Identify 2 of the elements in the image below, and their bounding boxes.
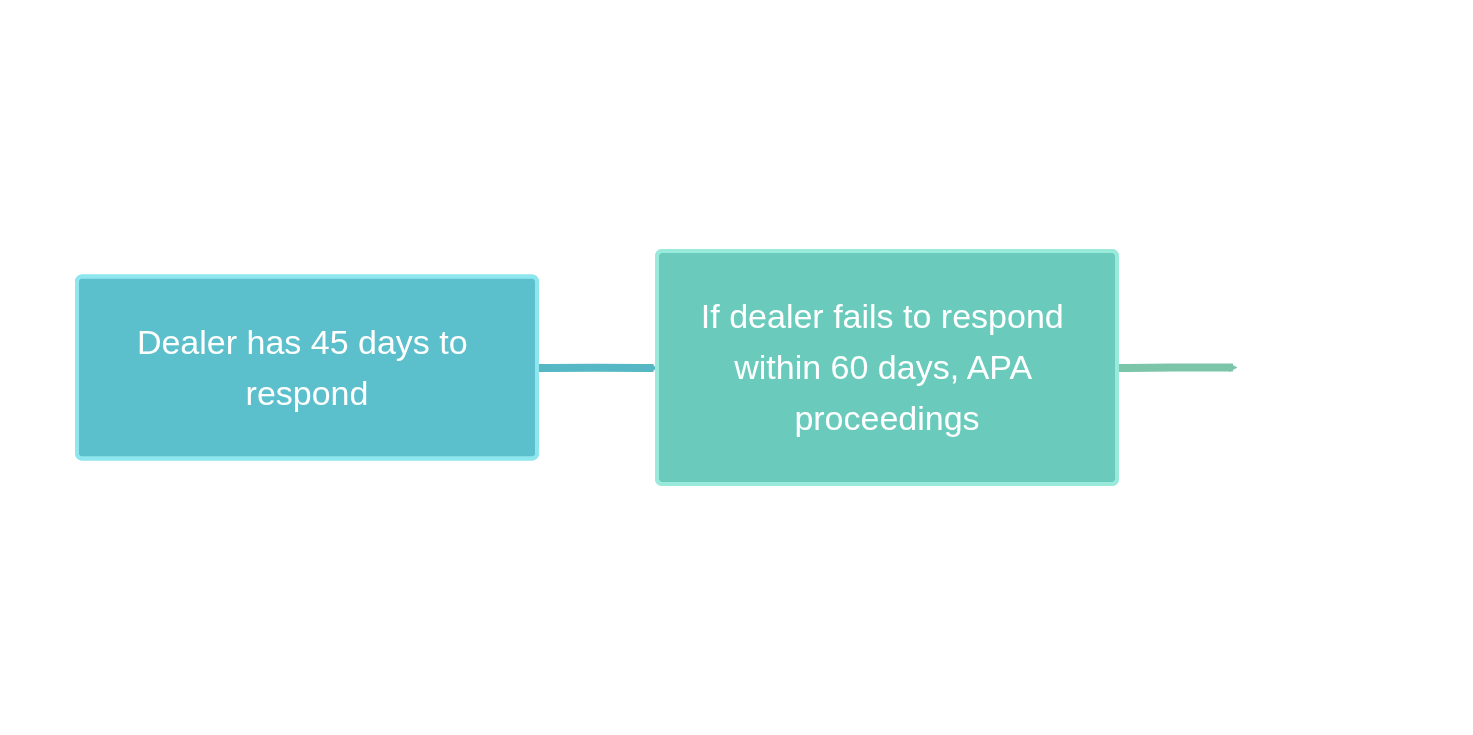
arrow <box>1116 363 1237 372</box>
arrow <box>536 363 658 373</box>
